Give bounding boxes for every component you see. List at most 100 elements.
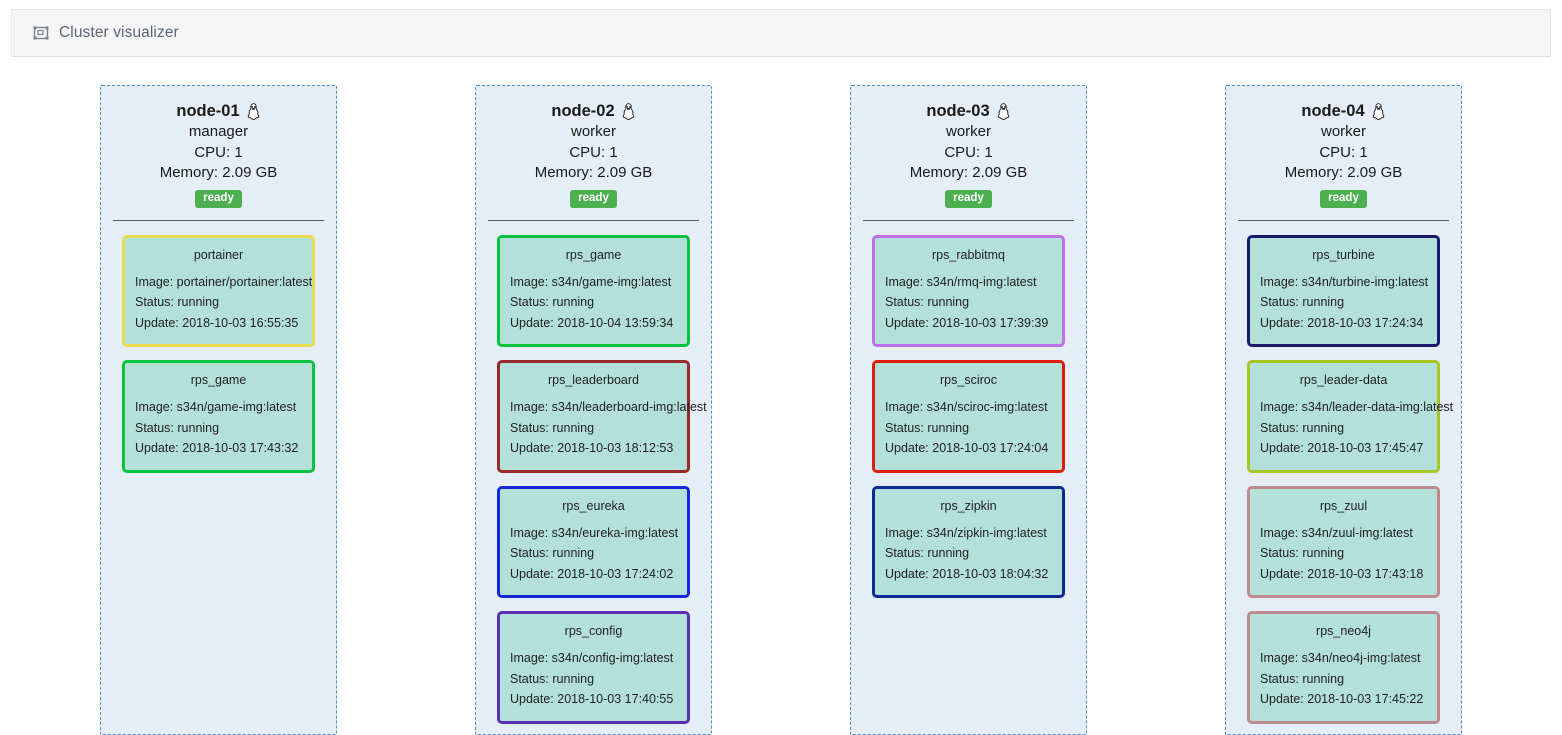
node-status-wrap: ready bbox=[490, 188, 697, 208]
node-memory: Memory: 2.09 GB bbox=[159, 164, 278, 181]
service-image: Image: s34n/eureka-img:latest bbox=[510, 525, 679, 540]
node-name: node-03 bbox=[865, 100, 1072, 122]
service-image: Image: portainer/portainer:latest bbox=[135, 274, 313, 289]
service-status: Status: running bbox=[1260, 420, 1345, 435]
status-badge: ready bbox=[945, 189, 992, 208]
node-cpu: CPU: 1 bbox=[1319, 143, 1368, 161]
service-status: Status: running bbox=[135, 295, 220, 309]
service-name: rps_config bbox=[564, 624, 623, 638]
cluster-diagram-icon bbox=[32, 25, 49, 42]
service-status: Status: running bbox=[135, 420, 220, 435]
service-status: Status: running bbox=[885, 546, 970, 560]
node-memory: Memory: 2.09 GB bbox=[534, 164, 653, 181]
node-name: node-01 bbox=[115, 100, 322, 122]
node-name-label: node-02 bbox=[551, 102, 615, 120]
service-name: rps_turbine bbox=[1312, 247, 1375, 262]
linux-penguin-icon bbox=[622, 102, 634, 120]
status-badge: ready bbox=[1320, 189, 1367, 208]
node-role: worker bbox=[570, 123, 616, 140]
linux-penguin-icon bbox=[247, 102, 259, 120]
service-name: rps_eureka bbox=[562, 498, 625, 513]
node-name: node-02 bbox=[490, 100, 697, 122]
service-status: Status: running bbox=[510, 671, 595, 686]
service-image: Image: s34n/sciroc-img:latest bbox=[885, 400, 1048, 414]
linux-penguin-icon bbox=[997, 102, 1009, 120]
service-image: Image: s34n/zipkin-img:latest bbox=[885, 525, 1047, 540]
service-image: Image: s34n/game-img:latest bbox=[135, 400, 297, 414]
status-badge: ready bbox=[195, 189, 242, 208]
service-name: rps_neo4j bbox=[1316, 624, 1371, 638]
node-name-label: node-04 bbox=[1301, 102, 1365, 120]
node-name-label: node-03 bbox=[926, 102, 990, 120]
service-status: Status: running bbox=[510, 295, 595, 309]
node-status-wrap: ready bbox=[115, 188, 322, 208]
node-role: worker bbox=[1320, 123, 1366, 140]
service-update: Update: 2018-10-03 17:45:47 bbox=[1260, 441, 1424, 455]
node-name: node-04 bbox=[1240, 100, 1447, 122]
service-image: Image: s34n/game-img:latest bbox=[510, 274, 672, 289]
node-role: manager bbox=[188, 123, 249, 140]
service-name: rps_zuul bbox=[1319, 498, 1368, 513]
service-status: Status: running bbox=[510, 546, 595, 560]
service-update: Update: 2018-10-03 16:55:35 bbox=[135, 315, 299, 330]
service-image: Image: s34n/leader-data-img:latest bbox=[1260, 400, 1454, 414]
node-status-wrap: ready bbox=[865, 188, 1072, 208]
service-update: Update: 2018-10-03 17:43:32 bbox=[135, 441, 299, 455]
service-status: Status: running bbox=[885, 420, 970, 435]
panel-header: Cluster visualizer bbox=[11, 9, 1551, 57]
service-name: portainer bbox=[193, 247, 244, 262]
service-name: rps_rabbitmq bbox=[932, 247, 1005, 262]
service-update: Update: 2018-10-03 17:24:04 bbox=[885, 441, 1049, 455]
service-name: rps_game bbox=[190, 373, 247, 387]
service-update: Update: 2018-10-03 17:40:55 bbox=[510, 692, 674, 706]
service-update: Update: 2018-10-03 18:04:32 bbox=[885, 566, 1049, 581]
node-divider bbox=[488, 219, 699, 221]
status-badge: ready bbox=[570, 189, 617, 208]
service-status: Status: running bbox=[1260, 671, 1345, 686]
service-image: Image: s34n/turbine-img:latest bbox=[1260, 274, 1429, 289]
node-role: worker bbox=[945, 123, 991, 140]
node-divider bbox=[1238, 219, 1449, 221]
service-update: Update: 2018-10-03 18:12:53 bbox=[510, 441, 674, 455]
service-update: Update: 2018-10-03 17:24:34 bbox=[1260, 315, 1424, 330]
node-memory: Memory: 2.09 GB bbox=[1284, 164, 1403, 181]
service-name: rps_leader-data bbox=[1299, 373, 1388, 387]
service-name: rps_leaderboard bbox=[547, 373, 640, 387]
node-cpu: CPU: 1 bbox=[194, 143, 243, 161]
service-image: Image: s34n/config-img:latest bbox=[510, 651, 674, 665]
service-status: Status: running bbox=[510, 420, 595, 435]
service-update: Update: 2018-10-03 17:45:22 bbox=[1260, 692, 1424, 706]
node-cpu: CPU: 1 bbox=[569, 143, 618, 161]
service-update: Update: 2018-10-03 17:24:02 bbox=[510, 566, 674, 581]
service-image: Image: s34n/leaderboard-img:latest bbox=[510, 400, 707, 414]
service-status: Status: running bbox=[1260, 546, 1345, 560]
service-status: Status: running bbox=[885, 295, 970, 309]
service-status: Status: running bbox=[1260, 295, 1345, 309]
node-cpu: CPU: 1 bbox=[944, 143, 993, 161]
